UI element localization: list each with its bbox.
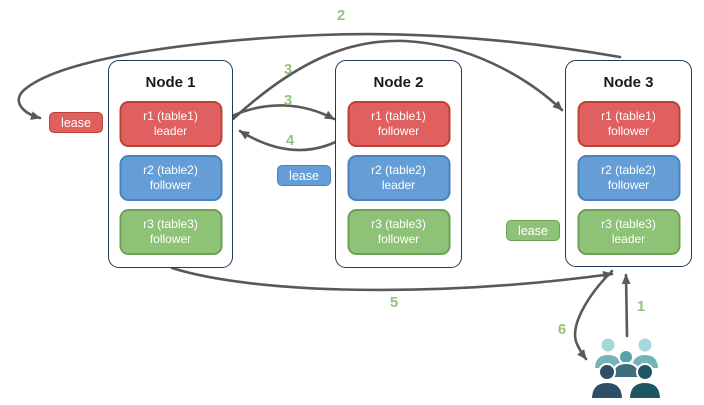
step-label-3a: 3: [283, 61, 293, 78]
replica-role: follower: [149, 232, 192, 246]
replica-role: follower: [149, 178, 192, 192]
node-3-title: Node 3: [603, 74, 654, 91]
replica-name: r1 (table1): [601, 108, 656, 123]
step-label-6: 6: [557, 321, 567, 338]
replica-role: leader: [381, 178, 416, 192]
replica-name: r2 (table2): [371, 162, 426, 177]
node-2-title: Node 2: [373, 74, 424, 91]
node-2-replica-r2: r2 (table2) leader: [347, 155, 450, 201]
node-2: Node 2 r1 (table1) follower r2 (table2) …: [335, 60, 462, 268]
replica-name: r1 (table1): [371, 108, 426, 123]
node-3-replica-r3: r3 (table3) leader: [577, 209, 680, 255]
user-body: [610, 361, 642, 379]
replica-name: r3 (table3): [371, 216, 426, 231]
step-label-3b: 3: [283, 92, 293, 109]
replica-name: r2 (table2): [601, 162, 656, 177]
node-1: Node 1 r1 (table1) leader r2 (table2) fo…: [108, 60, 233, 268]
node-1-replica-r1: r1 (table1) leader: [119, 101, 222, 147]
node-1-replica-r3: r3 (table3) follower: [119, 209, 222, 255]
replica-name: r3 (table3): [143, 216, 198, 231]
user-head: [618, 349, 634, 365]
user-body: [627, 380, 663, 400]
replica-role: follower: [607, 124, 650, 138]
users-icon: [589, 336, 663, 400]
step-label-4: 4: [285, 132, 295, 149]
node-1-replica-r2: r2 (table2) follower: [119, 155, 222, 201]
arrow-step-5: [170, 266, 614, 292]
user-head: [636, 336, 654, 354]
lease-label-r1: lease: [49, 112, 103, 133]
user-head: [598, 363, 616, 381]
arrow-step-6: [573, 269, 614, 361]
arrow-step-3-to-node2: [230, 104, 336, 121]
arrow-step-1: [621, 273, 631, 338]
replica-role: leader: [611, 232, 646, 246]
replica-name: r3 (table3): [601, 216, 656, 231]
replica-role: follower: [377, 124, 420, 138]
node-2-replica-r1: r1 (table1) follower: [347, 101, 450, 147]
lease-label-r2: lease: [277, 165, 331, 186]
node-3-replica-r1: r1 (table1) follower: [577, 101, 680, 147]
replica-role: leader: [153, 124, 188, 138]
node-3-replica-r2: r2 (table2) follower: [577, 155, 680, 201]
user-head: [599, 336, 617, 354]
step-label-5: 5: [389, 294, 399, 311]
arrow-step-2: [17, 32, 622, 120]
replica-name: r1 (table1): [143, 108, 198, 123]
lease-label-r3: lease: [506, 220, 560, 241]
replica-role: follower: [607, 178, 650, 192]
replica-name: r2 (table2): [143, 162, 198, 177]
arrow-step-3-to-node3: [231, 39, 564, 121]
step-label-2: 2: [336, 7, 346, 24]
user-head: [636, 363, 654, 381]
step-label-1: 1: [636, 298, 646, 315]
node-3: Node 3 r1 (table1) follower r2 (table2) …: [565, 60, 692, 267]
node-1-title: Node 1: [145, 74, 196, 91]
user-body: [589, 380, 625, 400]
node-2-replica-r3: r3 (table3) follower: [347, 209, 450, 255]
replica-role: follower: [377, 232, 420, 246]
